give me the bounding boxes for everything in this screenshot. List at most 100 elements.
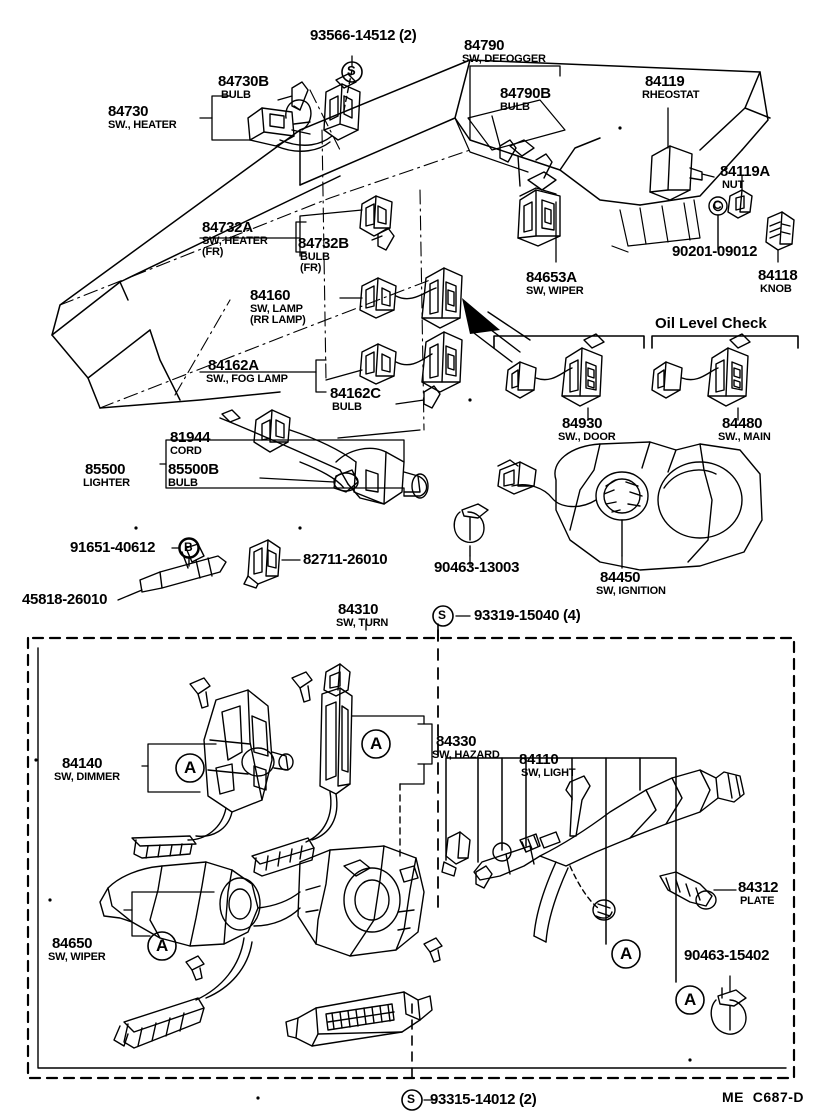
callout-84119A-desc: NUT	[722, 179, 745, 191]
marker-circles	[147, 61, 705, 1111]
callout-90463-15402-number: 90463-15402	[684, 947, 770, 964]
part-90463-15402-clamp	[710, 987, 747, 1035]
callout-93566-number: 93566-14512 (2)	[310, 27, 417, 44]
marker-a-84650	[147, 931, 177, 961]
callout-84790-number: 84790	[464, 37, 505, 54]
marker-label-s-1: S	[347, 63, 356, 78]
small-screw-right	[423, 937, 443, 963]
callout-84330-desc: SW, HAZARD	[432, 749, 500, 761]
callout-93315-number: 93315-14012 (2)	[430, 1091, 537, 1108]
callout-85500-number: 85500	[85, 461, 126, 478]
marker-a-84110	[611, 939, 641, 969]
leader-93566	[343, 69, 353, 111]
callout-84730B-number: 84730B	[218, 73, 269, 90]
defogger-bracket	[509, 139, 535, 187]
part-84930-door-switch	[505, 333, 605, 407]
callout-84160-number: 84160	[250, 287, 291, 304]
part-84160-switch-body	[421, 267, 463, 329]
callout-84480-desc: SW., MAIN	[718, 431, 771, 443]
part-84312-plate	[659, 871, 717, 910]
callout-85500B-desc: BULB	[168, 477, 198, 489]
marker-b-91651	[178, 537, 200, 559]
part-84650-wiper-switch	[99, 861, 301, 1049]
callout-84930-desc: SW., DOOR	[558, 431, 616, 443]
part-90463-13003-clamp	[453, 503, 489, 557]
marker-label-a-90463: A	[684, 990, 697, 1009]
callout-85500-desc: LIGHTER	[83, 477, 130, 489]
callout-84730-number: 84730	[108, 103, 149, 120]
steering-column-cover	[554, 441, 763, 571]
callout-84312-number: 84312	[738, 879, 779, 896]
part-45818-26010-lever	[139, 543, 227, 593]
ignition-switch-harness	[497, 459, 597, 508]
multi-pin-connector	[285, 991, 433, 1047]
part-84732B-bulb	[377, 227, 395, 251]
dashboard-outline	[51, 59, 771, 409]
callout-84312-desc: PLATE	[740, 895, 775, 907]
lower-section-dashed-box	[26, 636, 796, 1080]
callout-84162A-number: 84162A	[208, 357, 259, 374]
light-switch-small-parts	[441, 775, 616, 921]
callout-84119-desc: RHEOSTAT	[642, 89, 700, 101]
part-84119A-nut	[727, 189, 753, 219]
callout-84118-number: 84118	[758, 267, 798, 284]
callout-81944-number: 81944	[170, 429, 211, 446]
bracket-84110	[445, 757, 677, 983]
callout-84732A-number: 84732A	[202, 219, 253, 236]
callout-84732A-desc: SW, HEATER (FR)	[202, 235, 268, 258]
callout-84110-desc: SW, LIGHT	[521, 767, 576, 779]
dimmer-screw	[189, 677, 211, 709]
dashboard-fascia-detail	[454, 99, 701, 253]
callout-84140-number: 84140	[62, 755, 103, 772]
heater-switch-body	[285, 99, 312, 135]
callout-93319-number: 93319-15040 (4)	[474, 607, 581, 624]
callout-84790B-desc: BULB	[500, 101, 530, 113]
dash-reference-lines	[59, 89, 471, 431]
column-switch-body	[297, 845, 425, 957]
callout-84732B-desc: BULB (FR)	[300, 251, 330, 274]
callout-84730B-desc: BULB	[221, 89, 251, 101]
callout-91651-number: 91651-40612	[70, 539, 156, 556]
callout-84450-desc: SW, IGNITION	[596, 585, 666, 597]
callout-84790-desc: SW, DEFOGGER	[462, 53, 546, 65]
marker-a-84140	[175, 753, 205, 783]
callout-84140-desc: SW, DIMMER	[54, 771, 120, 783]
callout-84162A-desc: SW., FOG LAMP	[206, 373, 288, 385]
callout-leaders	[117, 55, 779, 1101]
part-84730B-bulb	[291, 81, 309, 111]
part-84450-ignition-switch	[595, 471, 649, 557]
part-84480-main-switch	[651, 333, 751, 407]
callout-84119A-number: 84119A	[720, 163, 770, 180]
part-84730-heater-switch	[247, 107, 333, 152]
marker-s-93319	[432, 605, 454, 627]
marker-label-s-3: S	[407, 1092, 416, 1106]
callout-84650-number: 84650	[52, 935, 93, 952]
sheet-footer-code: ME C687-D	[722, 1089, 805, 1105]
callout-84330-number: 84330	[436, 733, 477, 750]
part-84162A-fog-switch	[359, 343, 433, 385]
callout-84118-desc: KNOB	[760, 283, 792, 295]
part-84110-light-switch-lever	[473, 769, 745, 943]
marker-a-90463	[675, 985, 705, 1015]
callout-84480-number: 84480	[722, 415, 763, 432]
marker-s-93566	[341, 61, 363, 83]
callout-84650-desc: SW, WIPER	[48, 951, 106, 963]
marker-label-c: C	[713, 198, 722, 212]
callout-84730-desc: SW., HEATER	[108, 119, 177, 131]
callout-84310-desc: SW, TURN	[336, 617, 389, 629]
bracket-84480	[651, 335, 799, 349]
callout-84162C-desc: BULB	[332, 401, 362, 413]
callout-90201-number: 90201-09012	[672, 243, 758, 260]
part-84162A-switch-body	[421, 331, 463, 393]
marker-s-93315	[401, 1089, 423, 1111]
callout-85500B-number: 85500B	[168, 461, 219, 478]
part-84790B-bulb	[499, 139, 517, 163]
hazard-screw	[291, 671, 313, 703]
callout-45818-number: 45818-26010	[22, 591, 108, 608]
callout-84732B-number: 84732B	[298, 235, 349, 252]
part-90201-09012-washer	[708, 196, 728, 251]
marker-label-a-84650: A	[156, 936, 169, 955]
small-screw-lower	[185, 955, 205, 981]
